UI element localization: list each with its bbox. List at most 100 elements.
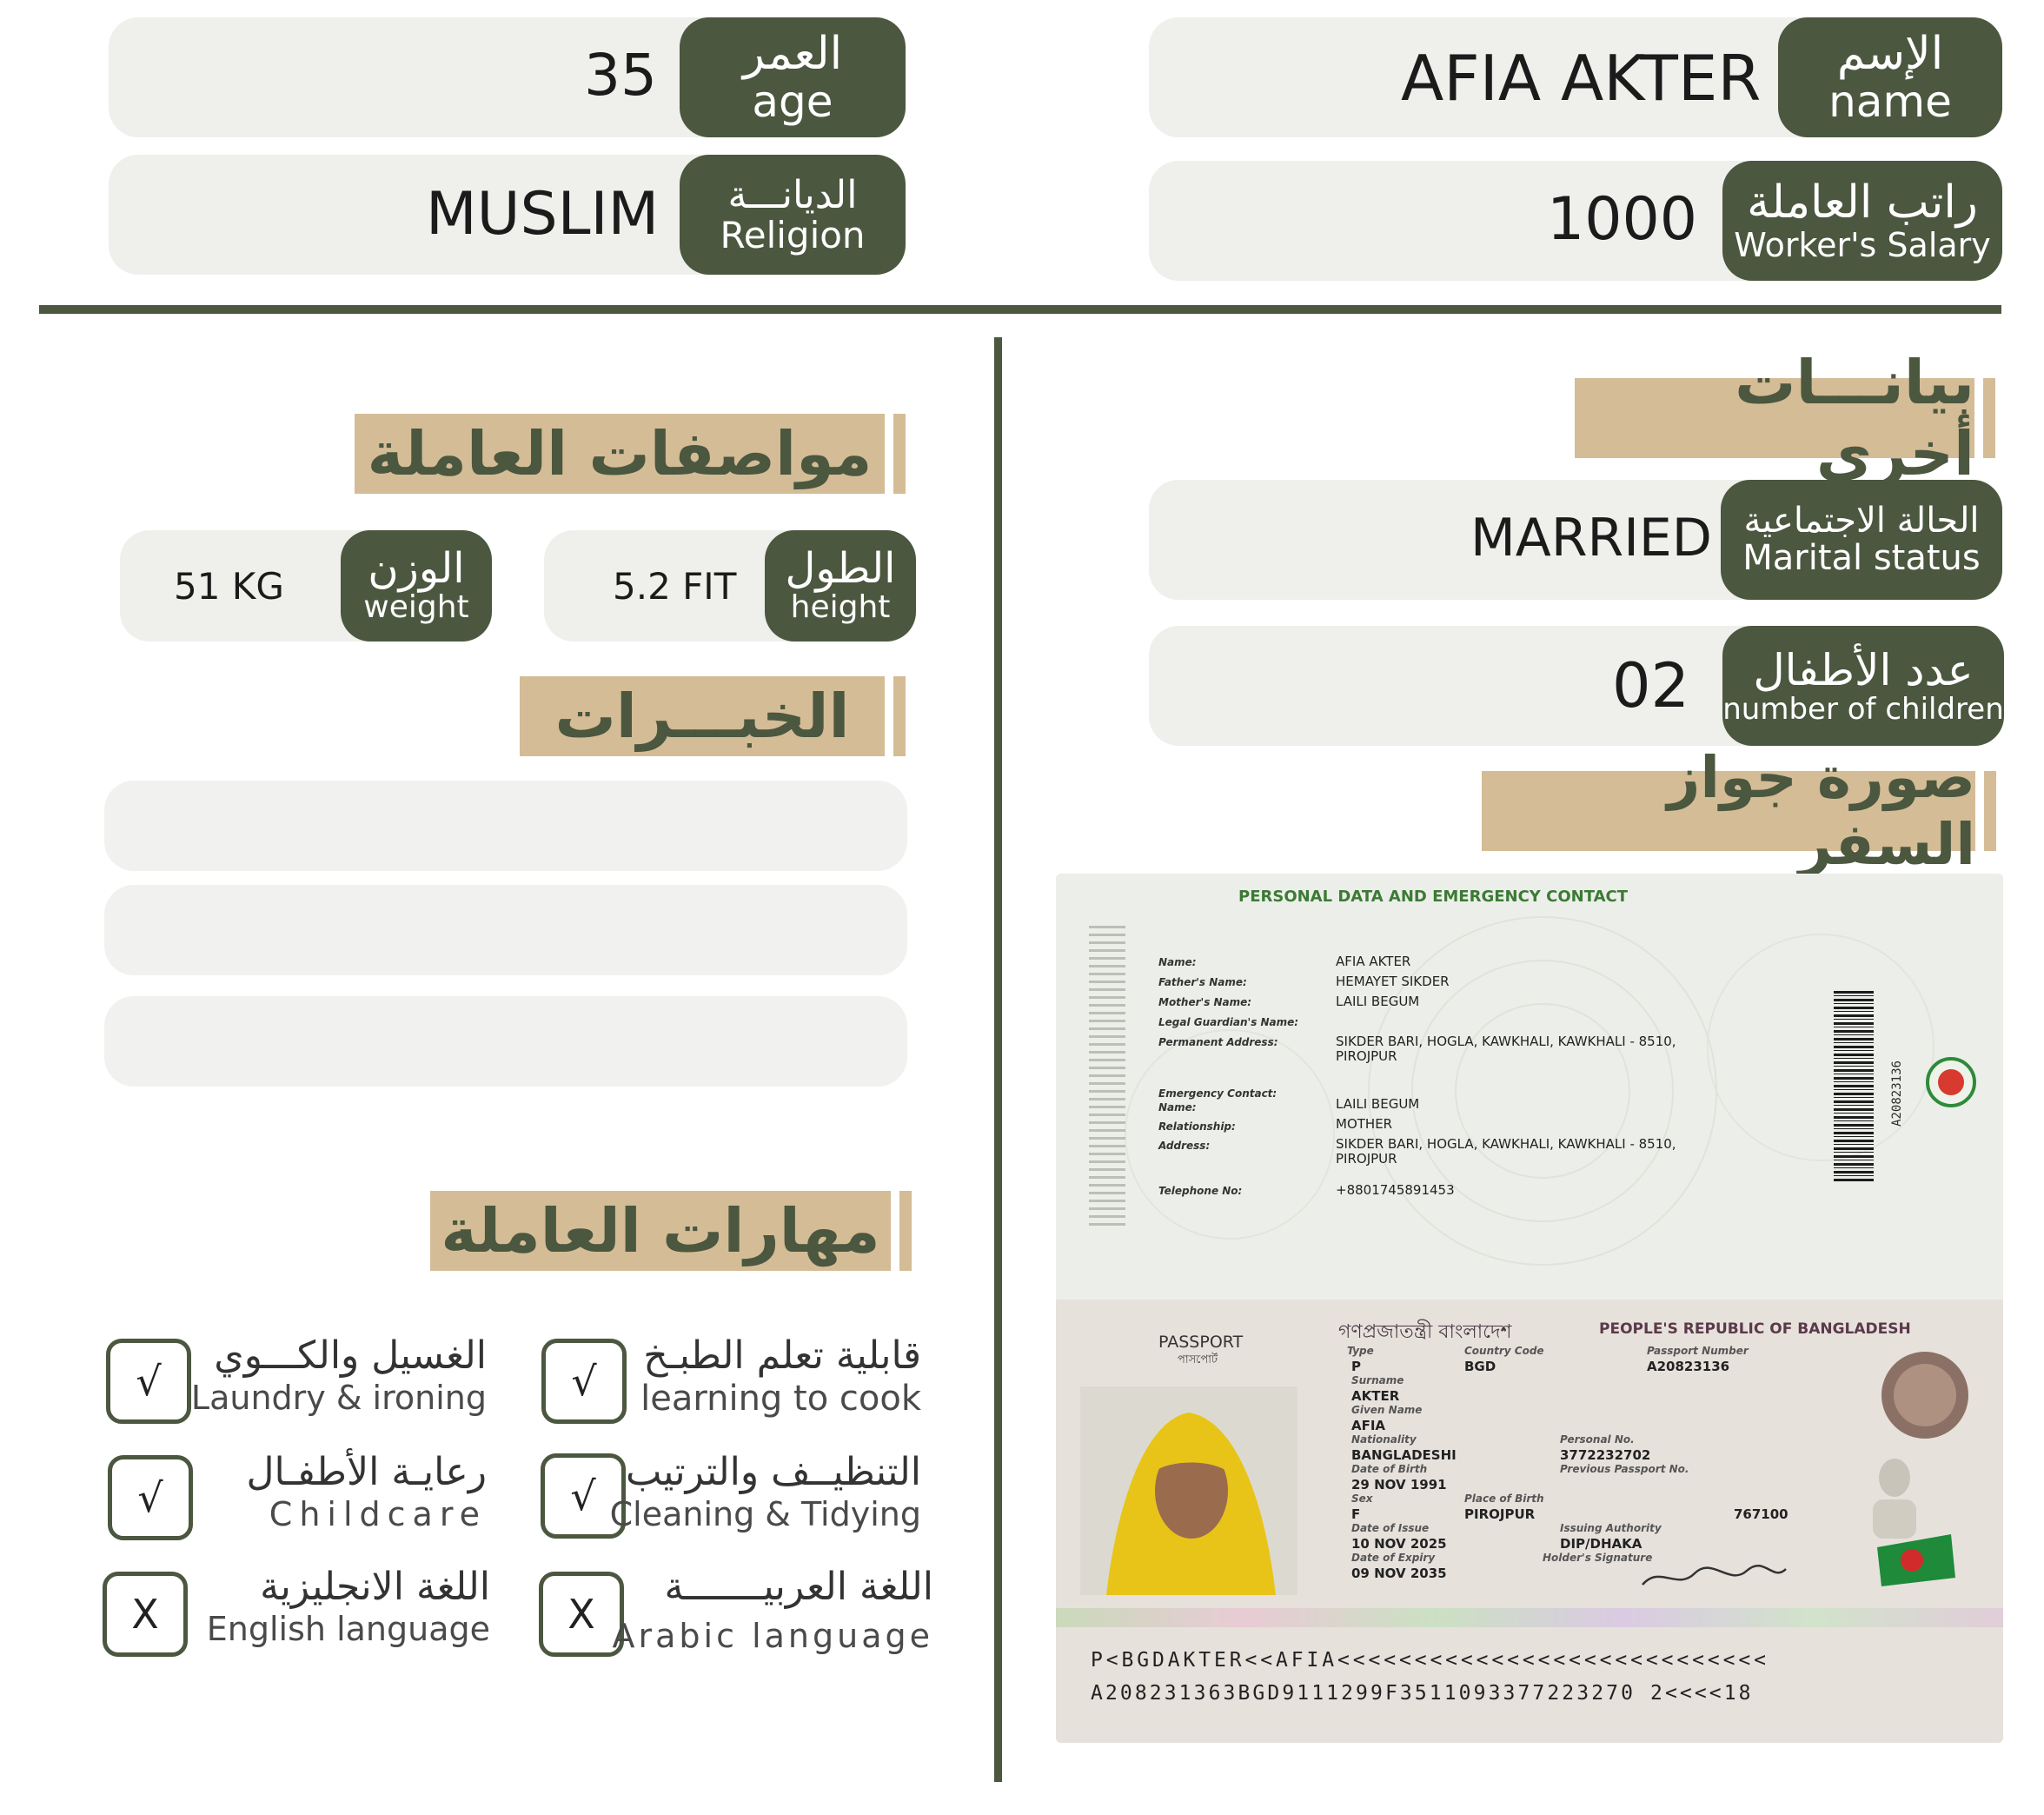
column-divider xyxy=(994,337,1002,1782)
pp-code-label: Country Code xyxy=(1464,1345,1544,1357)
age-value: 35 xyxy=(584,42,657,109)
pp-pob: PIROJPUR xyxy=(1464,1506,1536,1522)
skill-cook-ar: قابلية تعلم الطبـخ xyxy=(643,1333,921,1378)
pp-label-address: Permanent Address: xyxy=(1158,1036,1278,1048)
emergency-title: PERSONAL DATA AND EMERGENCY CONTACT xyxy=(1238,888,1628,906)
skill-cook-box: √ xyxy=(541,1339,627,1424)
barcode-number: A20823136 xyxy=(1889,1060,1904,1127)
pp-label-relationship: Relationship: xyxy=(1158,1120,1236,1133)
skill-arabic: اللغة العربيـــــــة Arabic language xyxy=(613,1565,933,1656)
name-label: الإسم name xyxy=(1778,17,2002,137)
pp-label-mother: Mother's Name: xyxy=(1158,996,1252,1008)
weight-label: الوزن weight xyxy=(341,530,492,642)
weight-value: 51 KG xyxy=(174,565,284,608)
pp-father: HEMAYET SIKDER xyxy=(1336,974,1450,989)
barcode xyxy=(1834,991,1874,1182)
mrz-line-2: A208231363BGD9111299F3511093377223270 2<… xyxy=(1091,1682,1754,1705)
pp-address-2: PIROJPUR xyxy=(1336,1048,1397,1064)
pp-sex-label: Sex xyxy=(1351,1493,1373,1505)
pp-country-en: PEOPLE'S REPUBLIC OF BANGLADESH xyxy=(1599,1320,1911,1338)
skill-childcare-ar: رعايـة الأطفـال xyxy=(246,1450,487,1494)
skill-english: اللغة الانجليزية English language xyxy=(207,1565,490,1649)
pp-address-1: SIKDER BARI, HOGLA, KAWKHALI, KAWKHALI -… xyxy=(1336,1034,1676,1049)
pp-prev-label: Previous Passport No. xyxy=(1560,1463,1689,1475)
skill-cook-en: learning to cook xyxy=(640,1378,921,1419)
pp-passport-word-bn: পাসপোর্ট xyxy=(1178,1353,1218,1366)
pp-expiry-label: Date of Expiry xyxy=(1351,1552,1436,1564)
weight-label-en: weight xyxy=(363,589,469,626)
pp-pob-code: 767100 xyxy=(1734,1506,1788,1522)
skill-cleaning-ar: التنظيــف والترتيب xyxy=(625,1450,921,1494)
pp-label-father: Father's Name: xyxy=(1158,976,1247,988)
pp-eaddress-2: PIROJPUR xyxy=(1336,1151,1397,1167)
seal-stamp xyxy=(1881,1352,1968,1439)
skill-childcare-en: Childcare xyxy=(269,1494,487,1533)
pp-nationality-label: Nationality xyxy=(1351,1433,1417,1446)
marital-label-en: Marital status xyxy=(1742,538,1981,578)
height-label-en: height xyxy=(790,589,891,626)
experience-row-1 xyxy=(104,781,907,871)
salary-value: 1000 xyxy=(1547,185,1698,254)
pp-authority-label: Issuing Authority xyxy=(1560,1522,1662,1534)
pp-personal-no-label: Personal No. xyxy=(1560,1433,1635,1446)
children-label-ar: عدد الأطفال xyxy=(1753,644,1974,695)
pp-number: A20823136 xyxy=(1647,1359,1730,1374)
marital-label: الحالة الاجتماعية Marital status xyxy=(1721,480,2002,600)
experience-row-3 xyxy=(104,996,907,1087)
skill-english-en: English language xyxy=(206,1609,490,1648)
pp-type-label: Type xyxy=(1347,1345,1374,1357)
holder-photo xyxy=(1080,1386,1297,1595)
passport-guilloche-pattern xyxy=(1125,916,1934,1266)
marital-value: MARRIED xyxy=(1470,508,1712,568)
name-label-en: name xyxy=(1828,76,1952,128)
skill-laundry: الغسيل والكـــوي Laundry & ironing xyxy=(191,1333,487,1418)
holder-signature xyxy=(1642,1564,1787,1586)
age-label-ar: العمر xyxy=(742,27,843,80)
pp-expiry: 09 NOV 2035 xyxy=(1351,1566,1447,1581)
religion-label-ar: الديانـــة xyxy=(727,172,858,217)
religion-label: الديانـــة Religion xyxy=(680,155,906,275)
height-label: الطول height xyxy=(765,530,916,642)
pp-name: AFIA AKTER xyxy=(1336,954,1411,969)
pp-phone: +8801745891453 xyxy=(1336,1182,1455,1198)
bangladesh-emblem xyxy=(1926,1057,1976,1107)
pp-issue-label: Date of Issue xyxy=(1351,1522,1430,1534)
skills-title: مهارات العاملة xyxy=(430,1191,912,1271)
skill-arabic-en: Arabic language xyxy=(612,1616,933,1655)
skill-english-ar: اللغة الانجليزية xyxy=(260,1565,490,1609)
skill-childcare: رعايـة الأطفـال Childcare xyxy=(247,1450,487,1534)
pp-personal-no: 3772232702 xyxy=(1560,1447,1651,1463)
pp-sex: F xyxy=(1351,1506,1361,1522)
weight-label-ar: الوزن xyxy=(368,543,465,593)
children-label: عدد الأطفال number of children xyxy=(1722,626,2004,746)
age-label: العمر age xyxy=(680,17,906,137)
skill-cleaning: التنظيــف والترتيب Cleaning & Tidying xyxy=(610,1450,921,1534)
passport-image: PERSONAL DATA AND EMERGENCY CONTACT Name… xyxy=(1056,874,2003,1743)
pp-passport-word: PASSPORT xyxy=(1158,1333,1244,1352)
pp-type: P xyxy=(1351,1359,1361,1374)
pp-signature-label: Holder's Signature xyxy=(1543,1552,1653,1564)
pp-label-ename: Name: xyxy=(1158,1101,1197,1114)
height-value: 5.2 FIT xyxy=(613,565,737,608)
pp-label-eaddress: Address: xyxy=(1158,1140,1211,1152)
header-divider xyxy=(39,305,2001,314)
skill-arabic-box: X xyxy=(539,1572,624,1657)
children-label-en: number of children xyxy=(1722,691,2004,727)
pp-dob-label: Date of Birth xyxy=(1351,1463,1428,1475)
hologram-strip xyxy=(1056,1608,2003,1627)
pp-nationality: BANGLADESHI xyxy=(1351,1447,1457,1463)
height-label-ar: الطول xyxy=(785,543,896,593)
specs-title: مواصفات العاملة xyxy=(355,414,906,494)
pp-surname-label: Surname xyxy=(1351,1374,1404,1386)
passport-image-title: صورة جواز السفر xyxy=(1482,744,1996,878)
pp-code: BGD xyxy=(1464,1359,1496,1374)
experience-row-2 xyxy=(104,885,907,975)
passport-page-emergency: PERSONAL DATA AND EMERGENCY CONTACT Name… xyxy=(1056,874,2003,1300)
pp-country-bn: গণপ্রজাতন্ত্রী বাংলাদেশ xyxy=(1338,1321,1512,1343)
pp-dob: 29 NOV 1991 xyxy=(1351,1477,1447,1493)
pp-relationship: MOTHER xyxy=(1336,1116,1393,1132)
pp-pob-label: Place of Birth xyxy=(1464,1493,1544,1505)
pp-label-phone: Telephone No: xyxy=(1158,1185,1243,1197)
salary-label-ar: راتب العاملة xyxy=(1747,176,1978,229)
pp-label-emergency: Emergency Contact: xyxy=(1158,1087,1278,1100)
